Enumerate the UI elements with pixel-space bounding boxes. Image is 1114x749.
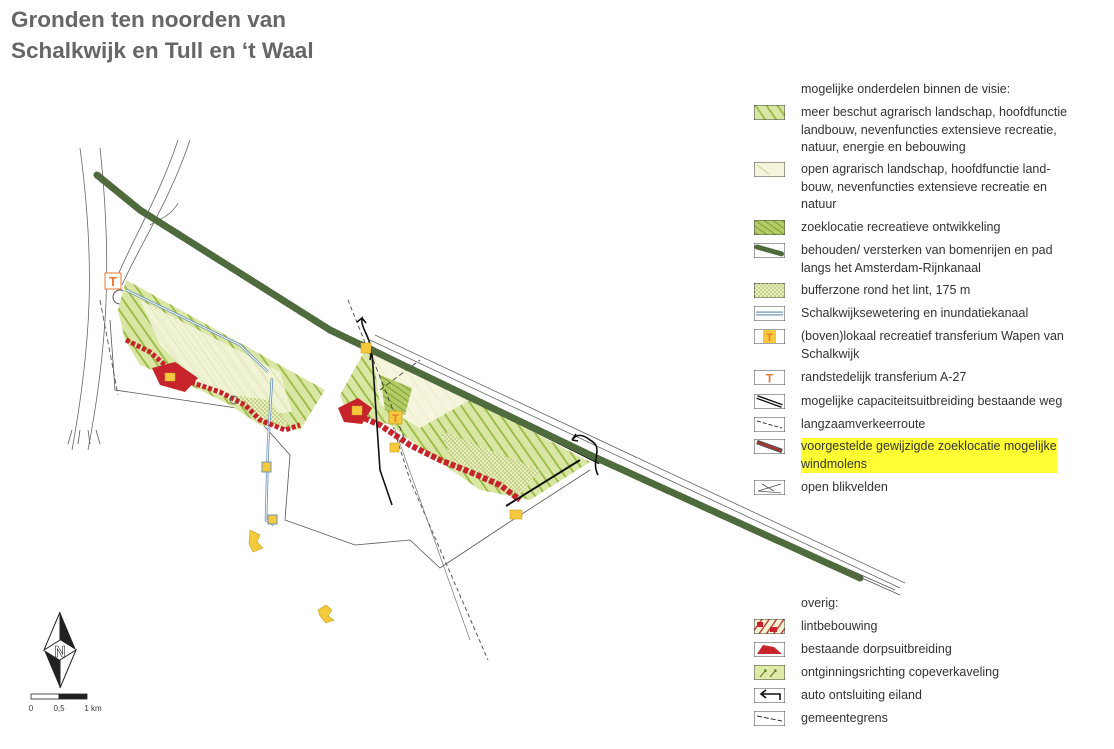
municipal-border-west [99,299,119,396]
ribbon-buildings-swatch-icon [754,619,785,634]
legend-label: gemeentegrens [801,711,888,725]
highway-a27-west-lane [71,147,90,451]
legend-label-highlighted: voorgestelde gewijzigde zoeklocatie moge… [801,438,1057,473]
dense-green-swatch-icon [754,220,785,235]
municipal-border-outline [109,319,591,569]
t-white-swatch-icon: T [754,370,785,385]
wind-line-swatch-icon [754,439,785,454]
recreation-spot-far-south [317,604,335,624]
north-arrow-letter: N [54,644,66,661]
legend-item-slow-route: langzaamverkeerroute [754,416,1109,434]
legend-item-dense-green: zoeklocatie recreatieve ontwikkeling [754,219,1109,237]
legend-item-village: bestaande dorpsuitbreiding [754,641,1109,659]
canal-bank-1 [369,339,901,589]
legend-label: open blikvelden [801,480,888,494]
legend-label: lintbebouwing [801,619,878,633]
transferium-a27: T [104,272,122,290]
scale-bar: 0 0,5 1 km [29,693,102,713]
legend-item-ribbon: lintbebouwing [754,618,1109,636]
svg-text:T: T [766,372,774,386]
scale-label-0: 0 [29,704,34,713]
railway-road [371,351,393,506]
legend-item-car-access: auto ontsluiting eiland [754,687,1109,705]
recreation-spot-south [248,529,264,553]
green-hatched-swatch-icon [754,105,785,120]
slow-traffic-route [369,351,421,441]
legend-item-view-fields: open blikvelden [754,479,1109,497]
legend-label: zoeklocatie recreatieve ontwikkeling [801,220,1001,234]
svg-text:T: T [766,332,773,344]
transferium-a27-marker [104,272,122,290]
canal-tree-row [93,171,864,582]
map-title-line-1: Gronden ten noorden van [11,7,287,32]
legend-label: mogelijke capaciteitsuitbreiding bestaan… [801,394,1063,408]
legend-label: open agrarisch landschap, hoofdfunctie l… [801,162,1051,211]
canal-bank-2 [374,334,906,584]
transferium-wapen-van-schalkwijk: T [388,410,403,425]
svg-text:T: T [109,274,117,289]
blue-double-line-swatch-icon [754,306,785,321]
municipal-border-swatch-icon [754,711,785,726]
legend-item-reclamation: ontginningsrichting copeverkaveling [754,664,1109,682]
legend-label: Schalkwijksewetering en inundatiekanaal [801,306,1029,320]
legend-header: mogelijke onderdelen binnen de visie: [801,82,1011,96]
scale-label-1km: 1 km [84,704,102,713]
east-buffer-zone [440,430,540,495]
map-title-line-2: Schalkwijk en Tull en ‘t Waal [11,38,314,63]
legend-item-buffer: bufferzone rond het lint, 175 m [754,282,1109,300]
legend-label: ontginningsrichting copeverkaveling [801,665,1000,679]
car-access-arrow-west [356,316,372,361]
legend-label: (boven)lokaal recreatief transferium Wap… [801,329,1064,361]
legend-label: langzaamverkeerroute [801,417,926,431]
pale-hatched-swatch-icon [754,162,785,177]
legend-label: randstedelijk transferium A-27 [801,370,967,384]
north-arrow: N [42,611,78,689]
legend-item-pale-hatched: open agrarisch landschap, hoofdfunctie l… [754,161,1109,214]
legend-item-green-hatched: meer beschut agrarisch landschap, hoofdf… [754,104,1109,157]
legend-other-header: overig: [801,596,839,610]
legend-item-transfer-local: T (boven)lokaal recreatief transferium W… [754,328,1109,363]
view-cone-swatch-icon [754,480,785,495]
ramp-north [149,202,179,226]
highway-a27-east-lane [87,147,108,451]
east-ribbon-buildings [343,407,522,503]
recreational-search-location [380,375,412,415]
village-swatch-icon [754,642,785,657]
legend-label: behouden/ versterken van bomenrijen en p… [801,243,1053,275]
west-buffer-zone [232,395,290,425]
map-title: Gronden ten noorden van Schalkwijk en Tu… [11,4,314,66]
legend-label: auto ontsluiting eiland [801,688,922,702]
west-open-field [140,300,292,415]
legend-item-municipal-border: gemeentegrens [754,710,1109,728]
svg-text:T: T [392,413,399,425]
road-double-swatch-icon [754,394,785,409]
west-ribbon-buildings [124,337,301,433]
dashed-route-swatch-icon [754,417,785,432]
east-road-link [505,459,581,507]
dotted-buffer-swatch-icon [754,283,785,298]
scale-label-half: 0,5 [53,704,65,713]
west-zone [118,280,325,527]
car-arrow-swatch-icon [754,688,785,703]
connector-road-north [121,139,191,286]
legend-label: bestaande dorpsuitbreiding [801,642,952,656]
legend-item-tree-row: behouden/ versterken van bomenrijen en p… [754,242,1109,277]
east-zone [338,345,590,507]
legend-label: meer beschut agrarisch landschap, hoofdf… [801,105,1068,154]
car-access-arrow-east [571,433,599,476]
legend-item-canal: Schalkwijksewetering en inundatiekanaal [754,305,1109,323]
legend-item-transfer-a27: T randstedelijk transferium A-27 [754,369,1109,387]
legend-label: bufferzone rond het lint, 175 m [801,283,971,297]
highway-junction-lines [67,429,101,445]
arrows-hatched-swatch-icon [754,665,785,680]
legend-item-windmills: voorgestelde gewijzigde zoeklocatie moge… [754,438,1109,473]
tree-row-swatch-icon [754,243,785,258]
legend-item-road: mogelijke capaciteitsuitbreiding bestaan… [754,393,1109,411]
t-yellow-swatch-icon: T [754,329,785,344]
